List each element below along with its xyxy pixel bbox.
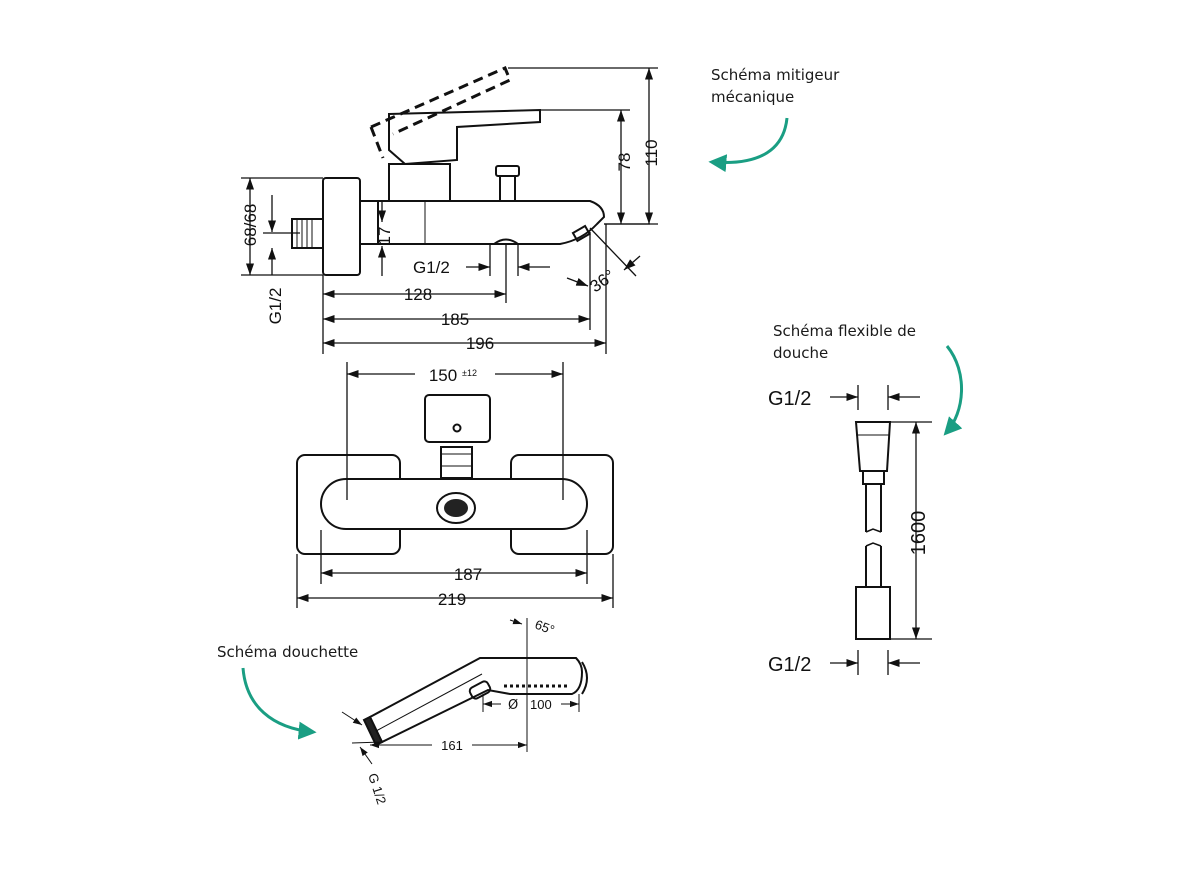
flexible-pointer-arrow (943, 345, 964, 436)
handshower-dimensions (341, 618, 580, 765)
dim-78: 78 (615, 153, 634, 172)
flexible-caption-line2: douche (773, 344, 829, 362)
dim-1600: 1600 (908, 511, 930, 556)
dim-161: 161 (441, 738, 463, 753)
dim-187: 187 (454, 565, 482, 584)
dim-65-degree: 65° (533, 617, 557, 638)
flexible-caption-line1: Schéma flexible de (773, 322, 916, 340)
hose-dimensions (830, 385, 932, 675)
dim-150: 150 (429, 366, 457, 385)
dim-100: 100 (530, 697, 552, 712)
shower-hose (854, 421, 892, 640)
mixer-side-dimensions (241, 67, 658, 354)
dim-110: 110 (642, 139, 661, 166)
dim-17: 17 (375, 227, 394, 246)
dim-150-tolerance: ±12 (462, 368, 477, 378)
hose-labels: G1/2 1600 G1/2 (768, 388, 930, 676)
dim-68-68: 68/68 (241, 204, 260, 247)
diameter-symbol: Ø (508, 698, 518, 713)
dim-g12-thread: G 1/2 (365, 771, 389, 806)
mixer-handle-raised-outline (369, 66, 512, 159)
dim-196: 196 (466, 334, 494, 353)
dim-128: 128 (404, 285, 432, 304)
douchette-caption: Schéma douchette (217, 643, 359, 661)
mixer-front-dimensions (296, 362, 614, 608)
dim-hose-g12-bottom: G1/2 (768, 654, 811, 676)
handshower (362, 657, 588, 747)
dim-219: 219 (438, 590, 466, 609)
dim-36-degree: 36° (586, 266, 618, 296)
mitigeur-caption: Schéma mitigeur mécanique (711, 64, 839, 108)
mitigeur-pointer-arrow (708, 117, 789, 173)
dim-185: 185 (441, 310, 469, 329)
mixer-side-view (291, 108, 606, 276)
mixer-front-labels: 150 ±12 187 219 (429, 366, 482, 609)
mitigeur-caption-line2: mécanique (711, 88, 795, 106)
douchette-pointer-arrow (241, 667, 317, 740)
dim-g12-outlet: G1/2 (413, 258, 450, 277)
mitigeur-caption-line1: Schéma mitigeur (711, 66, 840, 84)
flexible-caption: Schéma flexible de douche (773, 320, 916, 364)
dim-hose-g12-top: G1/2 (768, 388, 811, 410)
mixer-front-view (296, 394, 614, 555)
dim-g12-vertical: G1/2 (266, 288, 285, 325)
